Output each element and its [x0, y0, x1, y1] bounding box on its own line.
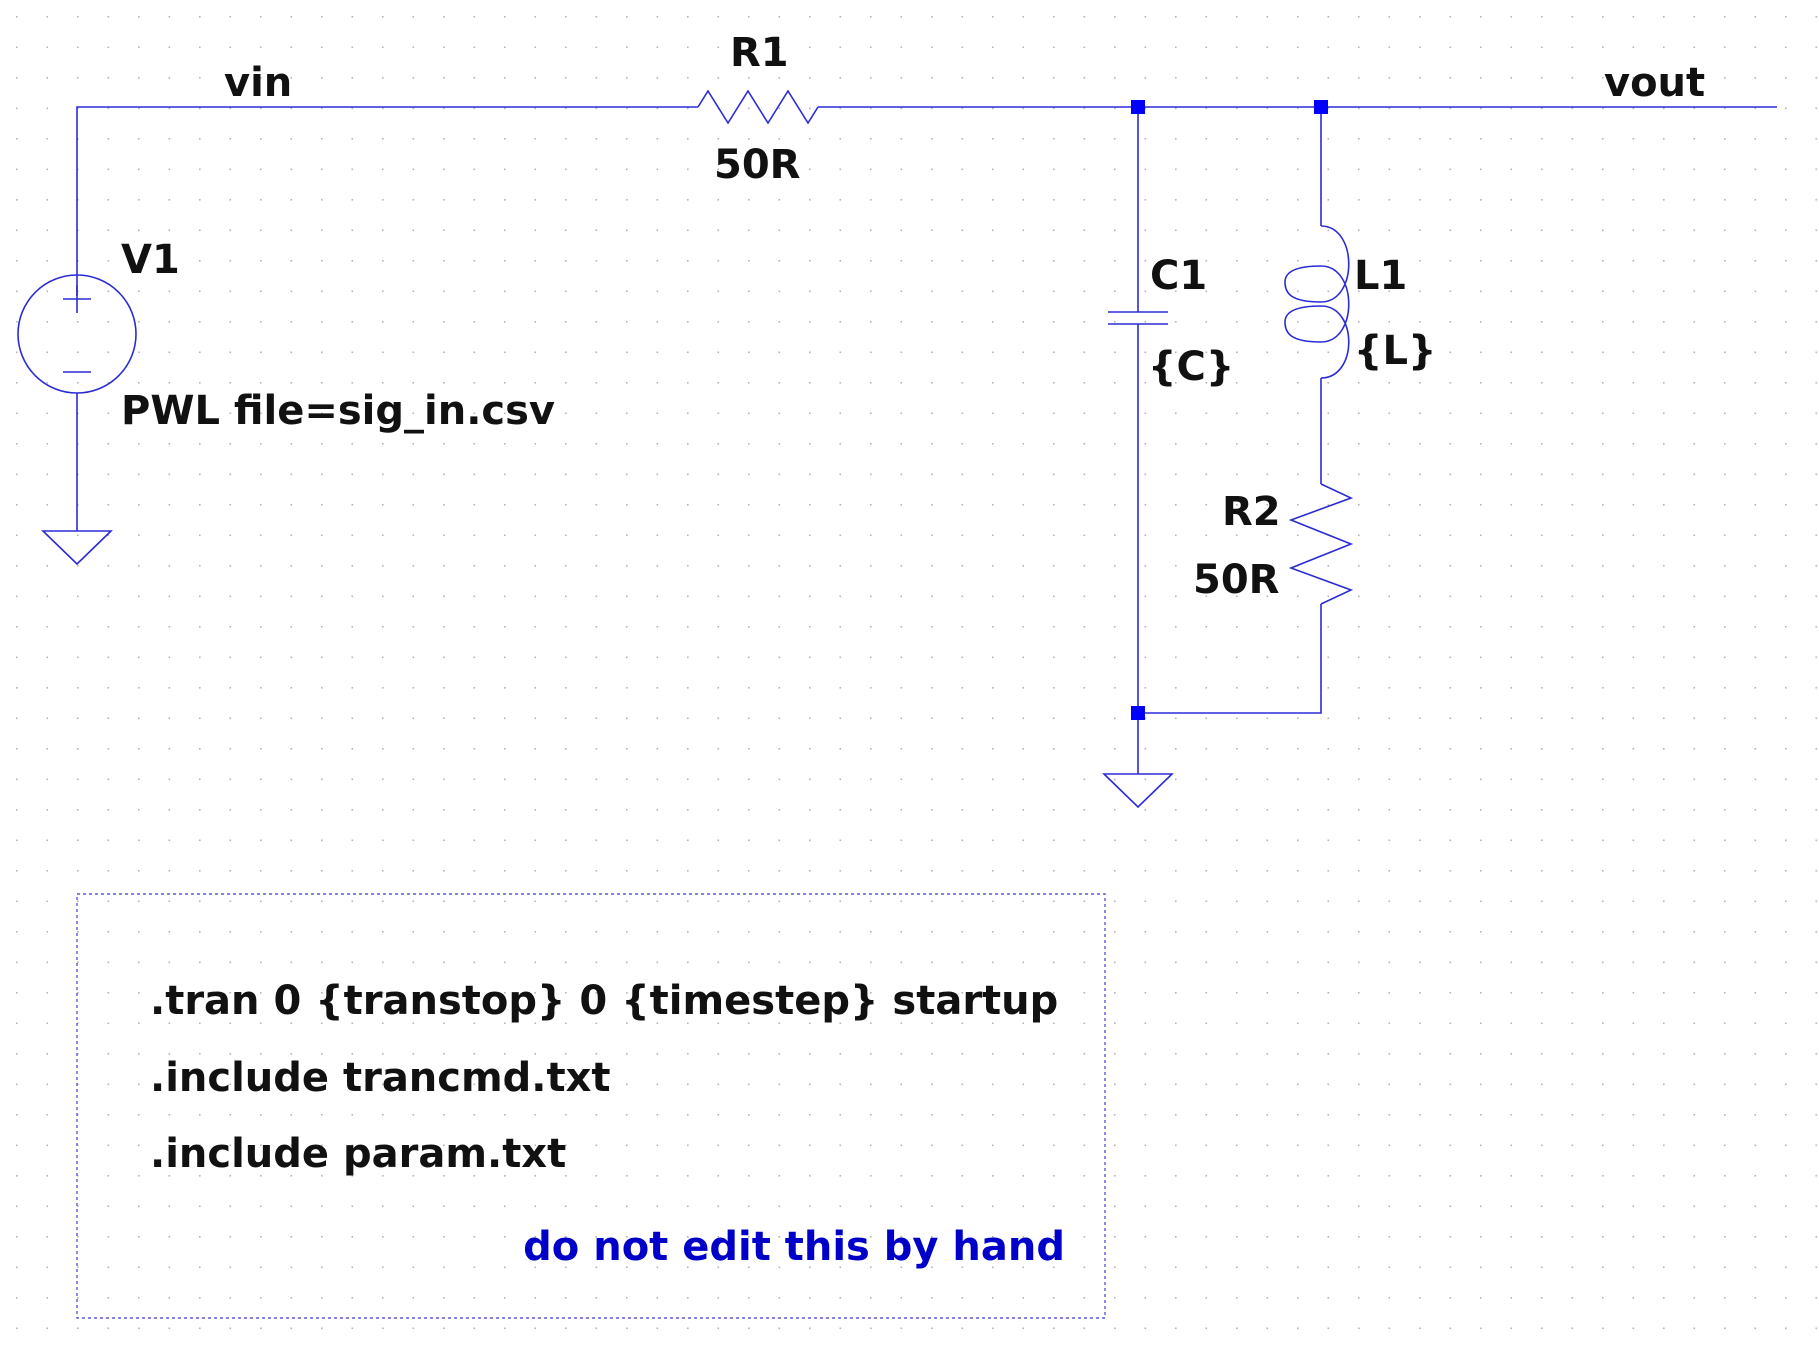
- r2-value-label[interactable]: 50R: [1193, 557, 1279, 603]
- c1-value-label[interactable]: {C}: [1148, 344, 1234, 390]
- l1-value-label[interactable]: {L}: [1354, 328, 1436, 374]
- directive-line: .include trancmd.txt: [150, 1055, 611, 1101]
- l1-name-label[interactable]: L1: [1354, 253, 1407, 299]
- junction-dot: [1131, 100, 1145, 114]
- junction-dot: [1131, 706, 1145, 720]
- directive-line: .include param.txt: [150, 1131, 566, 1177]
- wire-r2-bottom[interactable]: [1138, 604, 1322, 714]
- v1-value-label[interactable]: PWL file=sig_in.csv: [121, 388, 555, 434]
- comment-text: do not edit this by hand: [523, 1224, 1065, 1270]
- r1-name-label[interactable]: R1: [730, 30, 789, 76]
- net-label-vout[interactable]: vout: [1604, 60, 1705, 106]
- r2-name-label[interactable]: R2: [1222, 489, 1281, 535]
- inductor-l1-symbol[interactable]: [1284, 225, 1350, 379]
- wires: [76, 106, 1777, 774]
- v1-name-label[interactable]: V1: [121, 237, 180, 283]
- resistor-r2-symbol[interactable]: [1288, 483, 1354, 605]
- junction-dot: [1314, 100, 1328, 114]
- voltage-source-v1-symbol[interactable]: [17, 274, 137, 394]
- grid-dots: [16, 16, 1818, 1330]
- directive-line: .tran 0 {transtop} 0 {timestep} startup: [150, 978, 1058, 1024]
- ground-symbol-v1: [41, 530, 113, 566]
- net-label-vin[interactable]: vin: [224, 60, 292, 106]
- resistor-r1-symbol[interactable]: [697, 89, 819, 125]
- junctions: [1131, 100, 1328, 720]
- r1-value-label[interactable]: 50R: [714, 142, 800, 188]
- wire-vin[interactable]: [76, 106, 698, 296]
- capacitor-c1-symbol[interactable]: [1108, 311, 1168, 325]
- ground-symbol-main: [1102, 773, 1174, 809]
- c1-name-label[interactable]: C1: [1150, 253, 1207, 299]
